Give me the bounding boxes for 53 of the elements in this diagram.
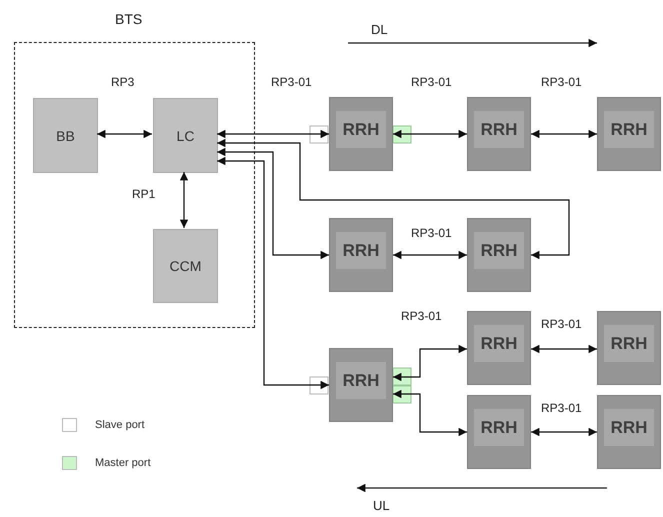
unit-label: RRH bbox=[336, 111, 386, 148]
unit-label: RRH bbox=[604, 325, 654, 362]
unit-label: RRH bbox=[336, 232, 386, 269]
rrh-unit-box bbox=[597, 97, 661, 171]
unit-label: LC bbox=[176, 128, 194, 144]
connector-arrow bbox=[180, 172, 188, 228]
group-heading: BTS bbox=[115, 11, 142, 27]
rrh-unit-box bbox=[467, 395, 531, 469]
connector-arrow bbox=[393, 250, 467, 260]
direction-label: UL bbox=[373, 498, 390, 513]
legend-label: Master port bbox=[95, 457, 151, 469]
rrh-unit-box bbox=[329, 348, 393, 422]
unit-label: RRH bbox=[474, 325, 524, 362]
unit-label: RRH bbox=[474, 409, 524, 446]
connector-arrow bbox=[393, 130, 467, 138]
connector-arrow bbox=[217, 148, 329, 260]
rrh-unit-box bbox=[329, 218, 393, 292]
legend-label: Slave port bbox=[95, 419, 145, 431]
edge-label: RP3-01 bbox=[400, 309, 443, 323]
connector-arrow bbox=[531, 130, 597, 138]
connector-arrow bbox=[531, 428, 597, 436]
edge-label: RP3-01 bbox=[540, 401, 583, 415]
unit-label: RRH bbox=[604, 111, 654, 148]
edge-label: RP3 bbox=[110, 75, 136, 89]
edge-label: RP3-01 bbox=[410, 75, 453, 89]
unit-label: BB bbox=[56, 128, 75, 144]
unit-label: CCM bbox=[170, 258, 202, 274]
direction-label: DL bbox=[371, 22, 388, 37]
connector-arrow bbox=[393, 344, 467, 382]
rrh-unit-box bbox=[467, 97, 531, 171]
edge-label: RP3-01 bbox=[270, 75, 313, 89]
connector-arrow bbox=[217, 138, 570, 260]
rrh-unit-box bbox=[597, 395, 661, 469]
connector-arrow bbox=[97, 130, 152, 138]
unit-label: RRH bbox=[474, 232, 524, 269]
connector-arrow bbox=[393, 390, 467, 436]
unit-label: RRH bbox=[336, 362, 386, 399]
unit-box bbox=[153, 98, 218, 173]
edge-label: RP3-01 bbox=[540, 317, 583, 331]
unit-label: RRH bbox=[604, 409, 654, 446]
connector-arrow bbox=[217, 130, 329, 138]
rrh-unit-box bbox=[467, 218, 531, 292]
rrh-unit-box bbox=[329, 97, 393, 171]
edge-label: RP1 bbox=[131, 187, 156, 201]
connector-arrow bbox=[531, 344, 597, 354]
unit-box bbox=[153, 229, 218, 303]
rrh-unit-box bbox=[597, 311, 661, 385]
rrh-unit-box bbox=[467, 311, 531, 385]
unit-label: RRH bbox=[474, 111, 524, 148]
unit-box bbox=[33, 98, 98, 173]
edge-label: RP3-01 bbox=[540, 75, 583, 89]
connector-arrow bbox=[217, 156, 329, 390]
edge-label: RP3-01 bbox=[410, 226, 453, 240]
